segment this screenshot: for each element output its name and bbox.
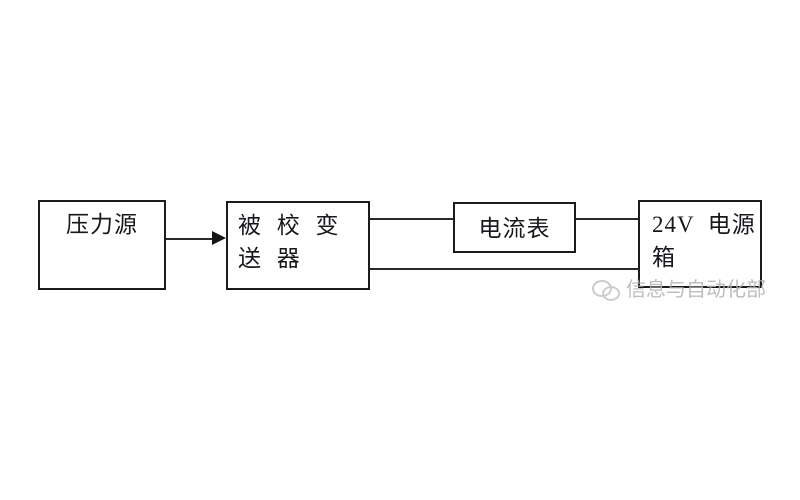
arrow-head-icon [212,231,226,245]
block-power-supply: 24V 电源箱 [638,200,762,288]
connector-ammeter-to-power-supply [576,218,639,220]
block-power-supply-label: 24V 电源箱 [652,212,756,270]
block-pressure-source-label: 压力源 [66,212,138,237]
block-transmitter: 被 校 变 送 器 [226,201,370,290]
connector-transmitter-to-ammeter [370,218,454,220]
block-pressure-source: 压力源 [38,200,166,290]
connector-power-supply-to-transmitter-return [370,268,639,270]
block-ammeter: 电流表 [453,202,576,253]
block-ammeter-label: 电流表 [478,216,551,241]
wechat-icon [592,279,620,301]
block-transmitter-label: 被 校 变 送 器 [238,213,355,271]
connector-source-to-transmitter [166,238,214,240]
